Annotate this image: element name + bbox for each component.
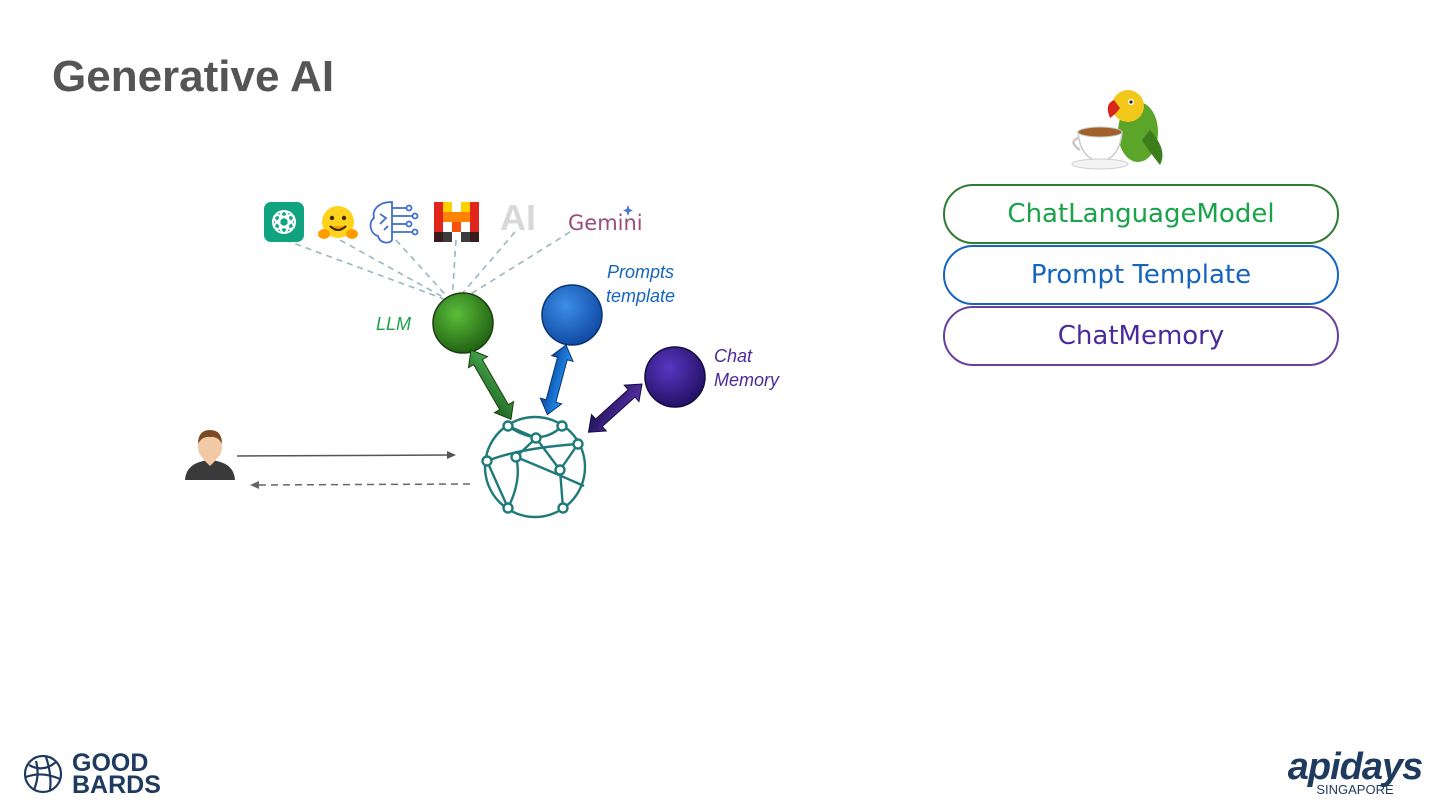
chatmemory-box: ChatMemory xyxy=(943,306,1339,366)
apidays-location: SINGAPORE xyxy=(1316,782,1394,797)
mistral-icon xyxy=(434,202,479,242)
prompts-label-line2: template xyxy=(606,286,675,306)
good-bards-line2: BARDS xyxy=(72,771,161,799)
prompt-template-box: Prompt Template xyxy=(943,245,1339,305)
parrot-mascot-icon xyxy=(1071,90,1163,170)
good-bards-globe-icon xyxy=(23,754,63,794)
user-avatar-icon xyxy=(185,430,235,480)
ai-brain-icon xyxy=(369,201,419,244)
huggingface-icon xyxy=(318,206,358,239)
memory-label-line1: Chat xyxy=(714,346,753,366)
provider-connectors xyxy=(284,231,571,303)
prompts-arrow xyxy=(539,344,574,416)
anthropic-icon: AI xyxy=(500,197,536,238)
prompts-node xyxy=(541,284,603,346)
network-globe-icon xyxy=(481,415,587,519)
llm-arrow xyxy=(467,349,515,420)
slide-title: Generative AI xyxy=(52,52,335,101)
apidays-wordmark: apidays xyxy=(1287,746,1424,788)
apidays-logo: apidays SINGAPORE xyxy=(1280,748,1430,797)
prompts-label-line1: Prompts xyxy=(607,262,674,282)
response-arrow xyxy=(250,481,471,489)
openai-icon xyxy=(264,202,304,242)
gemini-icon: Gemini xyxy=(568,205,643,235)
chatlanguagemodel-box: ChatLanguageModel xyxy=(943,184,1339,244)
good-bards-line1: GOOD xyxy=(72,749,149,777)
memory-arrow xyxy=(587,383,643,433)
memory-node xyxy=(644,346,706,408)
llm-node xyxy=(432,292,494,354)
llm-label: LLM xyxy=(376,314,411,334)
request-arrow xyxy=(236,451,456,459)
gemini-wordmark: Gemini xyxy=(568,211,643,235)
memory-label-line2: Memory xyxy=(714,370,780,390)
good-bards-logo: GOOD BARDS xyxy=(22,749,161,799)
